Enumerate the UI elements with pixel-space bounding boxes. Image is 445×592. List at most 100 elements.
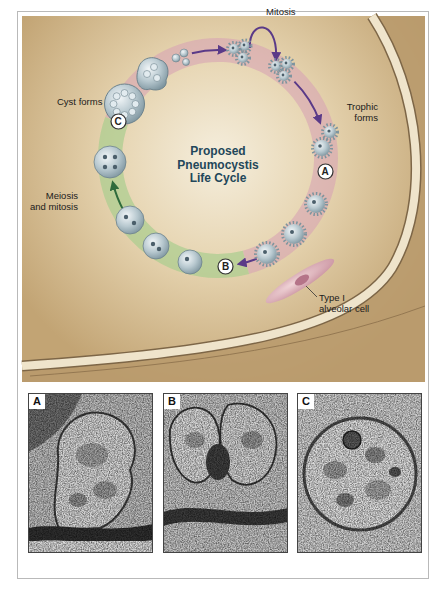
late-sporocyte (94, 146, 126, 178)
cell-nucleus (132, 221, 136, 225)
interstitial-tissue (22, 16, 425, 382)
ascospore (113, 93, 120, 100)
cell-nucleus (113, 155, 117, 159)
trophic-form (183, 59, 190, 66)
marker-circle (318, 164, 333, 179)
micrograph-panel: C (297, 393, 422, 553)
trophic-form (257, 244, 277, 264)
ascospore (154, 75, 161, 82)
cell-nucleus (103, 155, 107, 159)
ascospore (132, 101, 139, 108)
cell-nucleus (243, 44, 246, 47)
cell-nucleus (274, 64, 277, 67)
stage-label: Cyst forms (57, 96, 117, 107)
micrograph-cyst (297, 393, 422, 553)
marker-circle (218, 259, 233, 274)
micrograph-sporocyte (163, 393, 288, 553)
cell-nucleus (327, 129, 330, 132)
micrograph-trophic (28, 393, 153, 553)
figure-frame (18, 12, 429, 579)
trophic-form-group (256, 125, 338, 266)
cell-fringe (306, 194, 327, 215)
trophic-form (279, 71, 289, 81)
trophic-form (172, 54, 180, 62)
stage-marker: B (217, 258, 234, 275)
cell-fringe (256, 243, 279, 266)
released-trophic-forms (172, 49, 190, 66)
alveolar-wall (22, 16, 416, 366)
cell-nucleus (113, 165, 117, 169)
cell-nucleus (103, 165, 107, 169)
cell-nucleus (157, 247, 161, 251)
marker-circle (111, 114, 126, 129)
cell-nucleus (263, 250, 267, 254)
mitosis-arrow (250, 27, 276, 58)
ascospore (151, 64, 158, 71)
stage-label: Meiosis and mitosis (28, 190, 78, 212)
trophic-form (180, 49, 188, 57)
ascospore (110, 101, 117, 108)
cell-fringe (283, 223, 306, 246)
micrograph-panel: B (163, 393, 288, 553)
micrograph-field (28, 393, 153, 553)
stage-marker: A (317, 163, 334, 180)
cell-nucleus (241, 56, 244, 59)
cell-nucleus (293, 272, 311, 287)
cell-fringe (323, 125, 338, 140)
ruptured-cyst (137, 58, 168, 90)
trophic-cluster (228, 40, 252, 65)
cell-nucleus (312, 200, 316, 204)
micrograph-field (297, 393, 422, 553)
leader-line (306, 286, 317, 297)
stage-marker: C (110, 113, 127, 130)
stage-label: Type I alveolar cell (319, 292, 375, 314)
cyst-wall (137, 58, 168, 90)
sporocyte (94, 146, 126, 178)
ascospore (121, 90, 128, 97)
trophic-form (282, 59, 292, 69)
cycle-arrow (192, 50, 224, 53)
cell-nucleus (285, 62, 288, 65)
alveolar-wall-edge (22, 16, 416, 366)
trophic-form (307, 195, 325, 213)
sporocyte (143, 233, 169, 259)
micrograph-grain (297, 393, 422, 553)
micrograph-grain (28, 393, 153, 553)
node-letter: A (29, 394, 45, 409)
ascospore (129, 108, 136, 115)
micrograph-panel: A (28, 393, 153, 553)
node-letter: B (164, 394, 180, 409)
micrograph-field (163, 393, 288, 553)
cell-fringe (237, 52, 250, 65)
cell-nucleus (290, 230, 294, 234)
cell-fringe (239, 40, 251, 52)
stage-label: Mitosis (266, 6, 316, 17)
early-sporocyte (178, 250, 202, 274)
trophic-form (324, 126, 336, 138)
node-letter: C (110, 113, 127, 130)
stage-label: Trophic forms (338, 101, 378, 123)
cell-nucleus (232, 47, 235, 50)
trophic-form (241, 42, 250, 51)
intermediate-sporocyte (143, 233, 169, 259)
alveolus-background (22, 16, 425, 382)
ascospore (144, 71, 151, 78)
cell-fringe (313, 139, 332, 158)
cell-nucleus (151, 242, 155, 246)
sporocyte (178, 250, 202, 274)
trophic-form (314, 140, 330, 156)
sporocyte (116, 206, 144, 234)
micrograph-grain (163, 393, 288, 553)
cell-fringe (278, 70, 291, 83)
node-letter: A (317, 163, 334, 180)
trophic-cluster (270, 58, 294, 83)
basement-membrane (30, 306, 425, 376)
cell-nucleus (318, 144, 322, 148)
cyst-phase-band (98, 117, 249, 278)
cycle-arrow (241, 259, 257, 264)
ascospore (129, 93, 136, 100)
cycle-arrow (113, 184, 123, 210)
trophic-form (284, 224, 304, 244)
cell-nucleus (124, 215, 128, 219)
